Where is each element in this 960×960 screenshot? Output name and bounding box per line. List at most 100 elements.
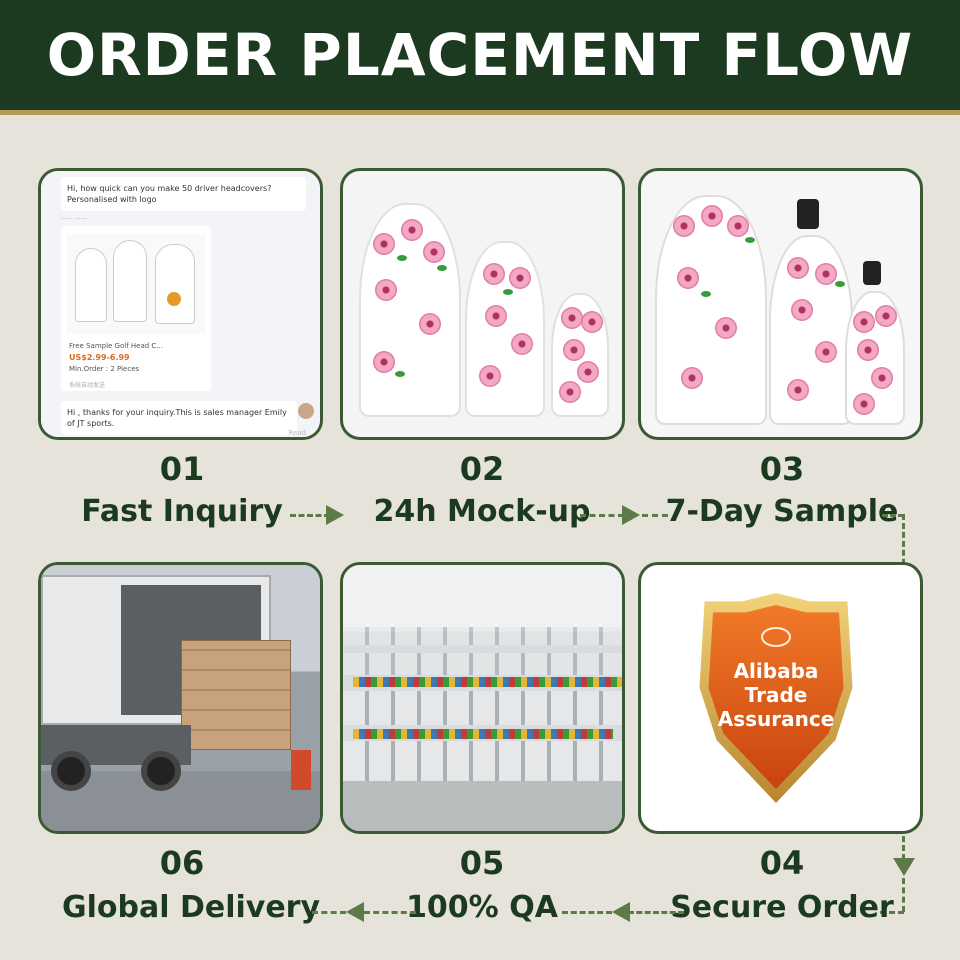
leaf-icon — [835, 281, 845, 287]
flower-icon — [559, 381, 581, 403]
connector-01-02 — [290, 514, 330, 517]
shield-line-3: Assurance — [717, 707, 835, 731]
customer-message: Hi, how quick can you make 50 driver hea… — [61, 177, 306, 212]
connector-04-05 — [628, 911, 684, 914]
flower-icon — [375, 279, 397, 301]
header-banner: ORDER PLACEMENT FLOW — [0, 0, 960, 115]
flower-icon — [871, 367, 893, 389]
chat-meta: —— —— — [61, 215, 87, 222]
connector-04-05-b — [562, 911, 612, 914]
flower-icon — [563, 339, 585, 361]
flower-icon — [857, 339, 879, 361]
embroidery-machines — [343, 653, 622, 675]
arrow-left-icon — [346, 902, 364, 922]
step-01-label: Fast Inquiry — [81, 494, 283, 529]
flower-icon — [787, 257, 809, 279]
leaf-icon — [503, 289, 513, 295]
flower-icon — [485, 305, 507, 327]
pallet-jack — [291, 750, 311, 790]
arrow-left-icon — [612, 902, 630, 922]
product-title: Free Sample Golf Head C... — [69, 342, 163, 350]
auto-reply-note: 系统自动发送 — [69, 382, 106, 389]
arrow-right-icon — [622, 505, 640, 525]
step-01-image: Hi, how quick can you make 50 driver hea… — [38, 168, 323, 440]
flower-icon — [479, 365, 501, 387]
page-title: ORDER PLACEMENT FLOW — [46, 21, 914, 89]
flower-icon — [561, 307, 583, 329]
pallet-boxes — [181, 640, 291, 750]
step-02-number: 02 — [459, 450, 505, 488]
step-01-number: 01 — [159, 450, 205, 488]
arrow-right-icon — [326, 505, 344, 525]
flower-icon — [577, 361, 599, 383]
chat-screenshot: Hi, how quick can you make 50 driver hea… — [41, 171, 320, 437]
embroidery-machines — [343, 741, 622, 785]
flower-icon — [853, 311, 875, 333]
flower-icon — [727, 215, 749, 237]
step-03-image — [638, 168, 923, 440]
step-05-number: 05 — [459, 844, 505, 882]
step-05-image — [340, 562, 625, 834]
shield-line-1: Alibaba — [733, 659, 819, 683]
step-05-label: 100% QA — [406, 890, 558, 925]
step-03-label: 7-Day Sample — [665, 494, 899, 529]
flower-icon — [581, 311, 603, 333]
flower-icon — [715, 317, 737, 339]
flower-icon — [423, 241, 445, 263]
step-06-number: 06 — [159, 844, 205, 882]
step-02-label: 24h Mock-up — [373, 494, 591, 529]
headcover-fairway — [769, 235, 853, 425]
flower-icon — [509, 267, 531, 289]
flower-icon — [511, 333, 533, 355]
leaf-icon — [437, 265, 447, 271]
leaf-icon — [397, 255, 407, 261]
step-04-image: Alibaba Trade Assurance — [638, 562, 923, 834]
headcover-fairway — [465, 241, 545, 417]
flower-icon — [677, 267, 699, 289]
connector-02-03-a — [580, 514, 624, 517]
connector-03-04-bottom — [880, 911, 904, 914]
flower-icon — [815, 341, 837, 363]
arrow-down-icon — [893, 858, 915, 876]
shield-line-2: Trade — [744, 683, 808, 707]
avatar — [298, 403, 314, 419]
flower-icon — [673, 215, 695, 237]
product-image — [67, 234, 205, 334]
reply-message: Hi , thanks for your inquiry.This is sal… — [61, 401, 297, 436]
flower-icon — [701, 205, 723, 227]
flower-icon — [419, 313, 441, 335]
flower-icon — [401, 219, 423, 241]
product-price: US$2.99-6.99 — [69, 353, 130, 362]
wheel — [141, 751, 181, 791]
embroidery-machines — [343, 691, 622, 725]
club-head — [797, 199, 819, 229]
step-04-label: Secure Order — [670, 890, 894, 925]
club-head — [863, 261, 881, 285]
connector-05-06 — [364, 911, 416, 914]
flower-icon — [787, 379, 809, 401]
step-03-number: 03 — [759, 450, 805, 488]
alibaba-logo-icon — [761, 627, 791, 647]
leaf-icon — [395, 371, 405, 377]
product-card[interactable]: Free Sample Golf Head C... US$2.99-6.99 … — [61, 226, 211, 391]
trade-assurance-shield: Alibaba Trade Assurance — [691, 593, 861, 803]
flower-icon — [483, 263, 505, 285]
connector-05-06-b — [312, 911, 346, 914]
read-status: Read — [288, 429, 306, 437]
connector-03-04-top — [882, 514, 904, 517]
step-06-image — [38, 562, 323, 834]
headcover-driver — [655, 195, 767, 425]
embroidery-machines — [343, 627, 622, 645]
connector-03-04-vertical-b — [902, 878, 905, 912]
wheel — [51, 751, 91, 791]
step-04-number: 04 — [759, 844, 805, 882]
leaf-icon — [745, 237, 755, 243]
step-06-label: Global Delivery — [62, 890, 321, 925]
product-moq: Min.Order : 2 Pieces — [69, 365, 140, 373]
step-02-image — [340, 168, 625, 440]
flower-icon — [791, 299, 813, 321]
connector-02-03-b — [642, 514, 668, 517]
flower-icon — [373, 233, 395, 255]
flower-icon — [373, 351, 395, 373]
flower-icon — [853, 393, 875, 415]
